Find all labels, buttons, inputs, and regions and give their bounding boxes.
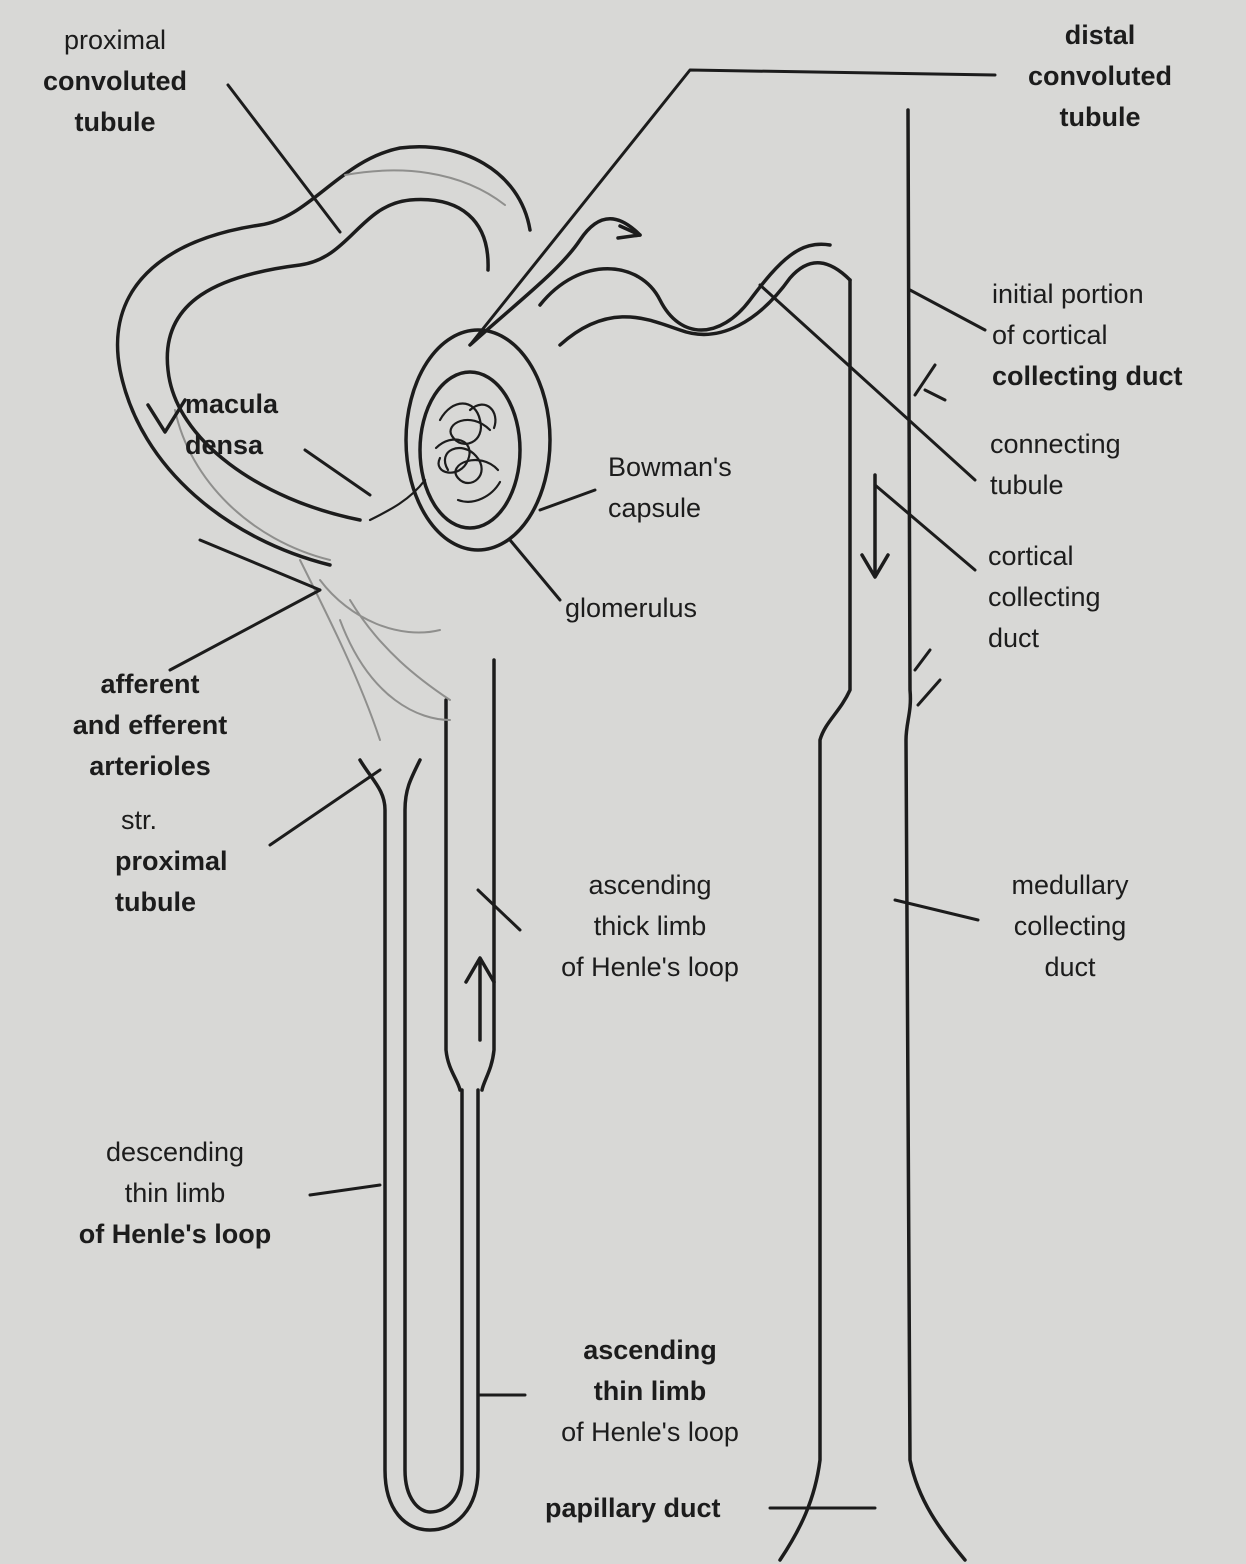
label-line: of Henle's loop — [520, 947, 780, 988]
label-line: of Henle's loop — [520, 1412, 780, 1453]
descending-thin-limb-right-wall — [405, 760, 462, 1512]
label-line: tubule — [990, 465, 1210, 506]
label-line: medullary — [960, 865, 1180, 906]
label-afferent-efferent-arterioles: afferent and efferent arterioles — [35, 664, 265, 787]
label-cortical-collecting-duct: cortical collecting duct — [988, 536, 1208, 659]
label-ascending-thick-limb: ascending thick limb of Henle's loop — [520, 865, 780, 988]
label-line: collecting — [988, 577, 1208, 618]
label-line: and efferent — [35, 705, 265, 746]
label-ascending-thin-limb: ascending thin limb of Henle's loop — [520, 1330, 780, 1453]
flow-arrow-distal — [618, 226, 640, 238]
label-macula-densa: macula densa — [185, 384, 315, 466]
label-line: collecting duct — [992, 356, 1242, 397]
label-line: descending — [40, 1132, 310, 1173]
label-line: thin limb — [520, 1371, 780, 1412]
label-line: str. — [115, 800, 285, 841]
label-medullary-collecting-duct: medullary collecting duct — [960, 865, 1180, 988]
label-line: papillary duct — [545, 1488, 775, 1529]
label-proximal-convoluted-tubule: proximal convoluted tubule — [0, 20, 230, 143]
label-line: convoluted — [990, 56, 1210, 97]
label-line: glomerulus — [565, 588, 785, 629]
leader-lines — [170, 70, 995, 1508]
thick-ascending-limb-left-wall — [446, 700, 460, 1090]
label-line: densa — [185, 425, 315, 466]
bowmans-capsule-outline — [406, 330, 550, 550]
proximal-convoluted-tubule-inner — [167, 200, 488, 520]
juxtaglomerular-shading — [300, 560, 450, 740]
label-glomerulus: glomerulus — [565, 588, 785, 629]
label-line: convoluted — [0, 61, 230, 102]
proximal-convoluted-tubule-shading — [175, 170, 505, 560]
label-line: distal — [990, 15, 1210, 56]
label-line: arterioles — [35, 746, 265, 787]
label-initial-cortical-collecting-duct: initial portion of cortical collecting d… — [992, 274, 1242, 397]
label-line: thick limb — [520, 906, 780, 947]
label-line: tubule — [990, 97, 1210, 138]
label-line: proximal — [115, 841, 285, 882]
label-line: tubule — [115, 882, 285, 923]
label-line: ascending — [520, 1330, 780, 1371]
flow-arrow-cortical — [862, 475, 888, 577]
label-line: of cortical — [992, 315, 1242, 356]
label-papillary-duct: papillary duct — [545, 1488, 775, 1529]
label-line: duct — [960, 947, 1180, 988]
label-line: afferent — [35, 664, 265, 705]
distal-convoluted-tubule-wall-b — [540, 244, 830, 330]
label-line: collecting — [960, 906, 1180, 947]
label-distal-convoluted-tubule: distal convoluted tubule — [990, 15, 1210, 138]
distal-convoluted-tubule-wall-c — [560, 263, 850, 345]
label-line: duct — [988, 618, 1208, 659]
label-straight-proximal-tubule: str. proximal tubule — [115, 800, 285, 923]
label-line: ascending — [520, 865, 780, 906]
label-line: macula — [185, 384, 315, 425]
thick-ascending-limb-right-wall — [482, 660, 494, 1090]
flow-arrow-ascending — [466, 958, 494, 1040]
label-line: capsule — [608, 488, 808, 529]
label-line: thin limb — [40, 1173, 310, 1214]
label-descending-thin-limb: descending thin limb of Henle's loop — [40, 1132, 310, 1255]
label-line: tubule — [0, 102, 230, 143]
label-line: proximal — [0, 20, 230, 61]
label-line: Bowman's — [608, 447, 808, 488]
label-connecting-tubule: connecting tubule — [990, 424, 1210, 506]
label-line: connecting — [990, 424, 1210, 465]
label-line: initial portion — [992, 274, 1242, 315]
label-line: cortical — [988, 536, 1208, 577]
label-bowmans-capsule: Bowman's capsule — [608, 447, 808, 529]
collecting-duct-right-wall — [906, 110, 965, 1560]
label-line: of Henle's loop — [40, 1214, 310, 1255]
